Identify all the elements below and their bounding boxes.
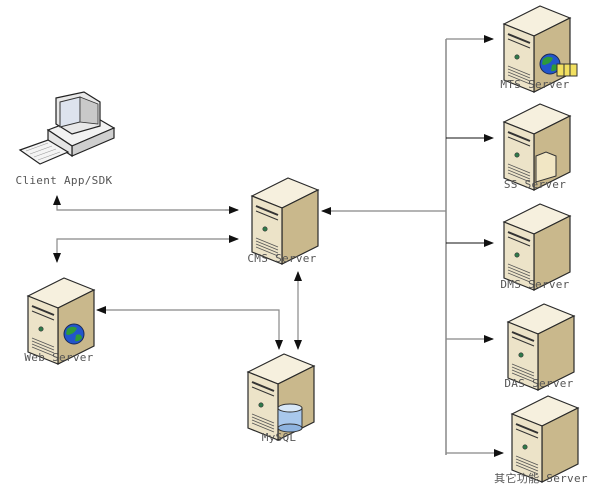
globe-icon: [63, 323, 85, 345]
node-label-web: Web Server: [24, 351, 94, 364]
node-label-das: DAS Server: [504, 377, 574, 390]
database-cylinder-icon: [277, 403, 303, 433]
storage-server-icon: [503, 103, 571, 191]
node-label-client: Client App/SDK: [15, 174, 113, 187]
node-label-other: 其它功能 Server: [494, 472, 588, 485]
edge-cms-web: [53, 235, 239, 263]
media-server-icon: [503, 5, 578, 93]
desktop-computer-icon: [18, 91, 116, 165]
node-label-mts: MTS Server: [500, 78, 570, 91]
folder-icon: [535, 151, 557, 183]
node-label-mysql: MySQL: [261, 431, 297, 444]
node-label-ss: SS Server: [503, 178, 567, 191]
edge-cms-to-client: [53, 195, 238, 211]
globe-film-icon: [539, 53, 578, 77]
database-server-icon: [247, 353, 315, 441]
edge-web-mysql: [96, 306, 283, 350]
node-label-cms: CMS Server: [247, 252, 317, 265]
node-label-dms: DMS Server: [500, 278, 570, 291]
